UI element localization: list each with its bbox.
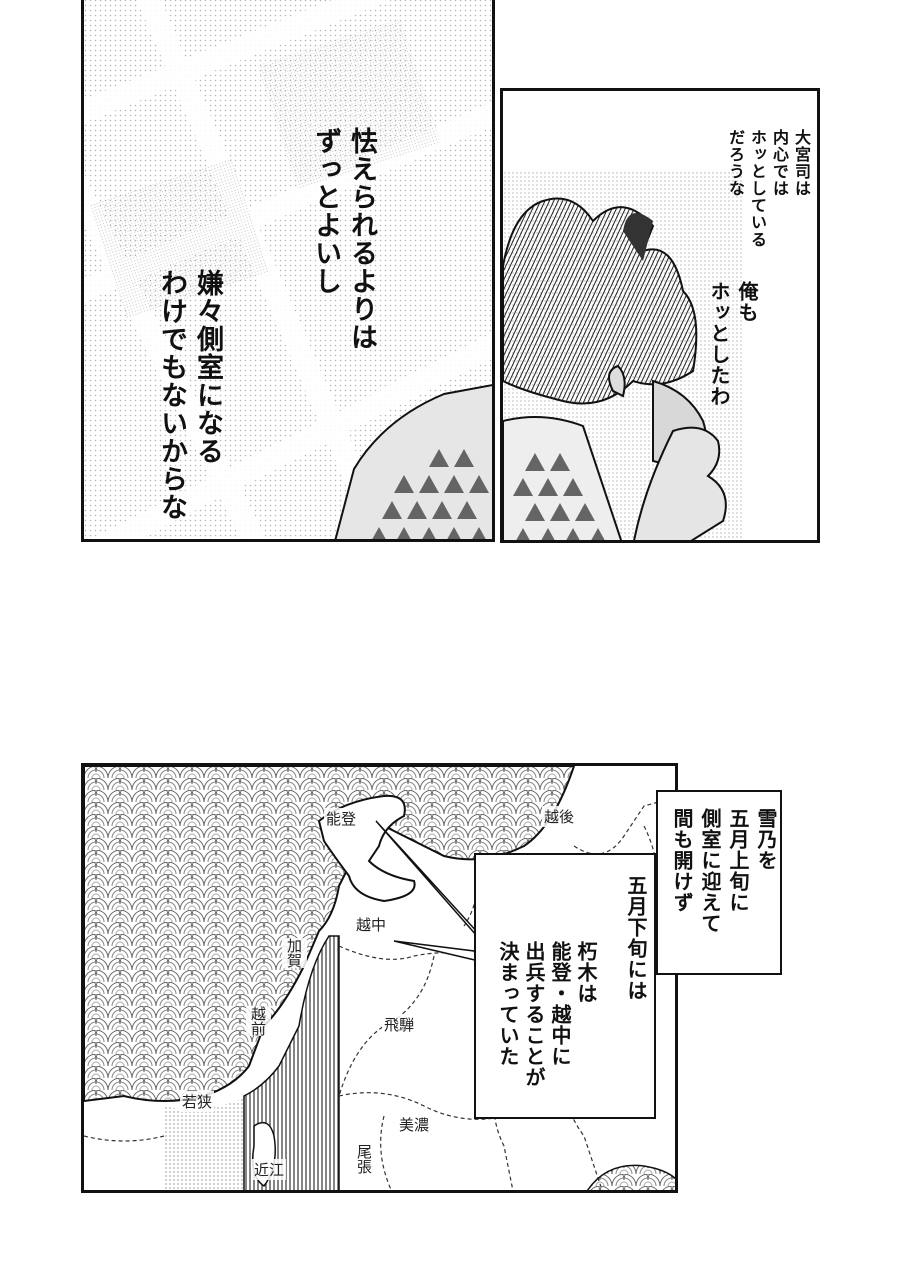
map-label-wakasa: 若狭: [180, 1091, 215, 1112]
panel-top-left: 怯えられるよりは ずっとよいし 嫌々側室になる わけでもないからな: [81, 0, 495, 542]
caption-box-top: 雪乃を 五月上旬に 側室に迎えて 間も開けず: [656, 790, 782, 975]
dialogue-line-1: 怯えられるよりは: [346, 127, 377, 351]
monologue-line-a1: 大宮司は: [792, 129, 811, 197]
caption-bottom-line-4: 出兵することが: [522, 941, 546, 1088]
caption-top-line-2: 五月上旬に: [726, 808, 750, 913]
map-label-echizen: 越前: [246, 1006, 271, 1036]
caption-bottom-line-1: 五月下旬には: [624, 875, 648, 1001]
map-label-echigo: 越後: [542, 806, 577, 827]
screentone-background: [84, 0, 492, 539]
caption-box-bottom: 五月下旬には 朽木は 能登・越中に 出兵することが 決まっていた: [474, 853, 656, 1119]
caption-bottom-line-3: 能登・越中に: [548, 941, 572, 1067]
panel-map: 能登 越後 越中 加賀 越前 飛騨 若狭 美濃 尾張 近江: [81, 763, 678, 1193]
caption-top-line-1: 雪乃を: [754, 808, 778, 871]
map-label-kaga: 加賀: [282, 938, 307, 968]
monologue-line-a4: だろうな: [726, 129, 745, 197]
monologue-line-b2: ホッとしたわ: [707, 281, 731, 407]
dialogue-line-3: 嫌々側室になる: [192, 269, 223, 465]
dialogue-line-2: ずっとよいし: [310, 127, 341, 295]
monologue-line-b1: 俺も: [735, 281, 759, 323]
caption-bottom-line-2: 朽木は: [574, 941, 598, 1004]
monologue-line-a3: ホッとしている: [748, 129, 767, 248]
map-label-etchu: 越中: [354, 914, 389, 935]
map-label-mino: 美濃: [397, 1114, 432, 1135]
monologue-line-a2: 内心では: [770, 129, 789, 197]
map-label-hida: 飛騨: [382, 1014, 417, 1035]
map-label-owari: 尾張: [352, 1144, 377, 1174]
caption-bottom-line-5: 決まっていた: [496, 941, 520, 1067]
caption-top-line-3: 側室に迎えて: [698, 808, 722, 934]
caption-top-line-4: 間も開けず: [670, 808, 694, 913]
character-illustration: [503, 171, 743, 540]
dialogue-line-4: わけでもないからな: [156, 269, 187, 521]
map-illustration: [84, 766, 675, 1190]
panel-top-right: 大宮司は 内心では ホッとしている だろうな 俺も ホッとしたわ: [500, 88, 820, 543]
map-label-omi: 近江: [252, 1159, 287, 1180]
map-label-noto: 能登: [324, 808, 359, 829]
